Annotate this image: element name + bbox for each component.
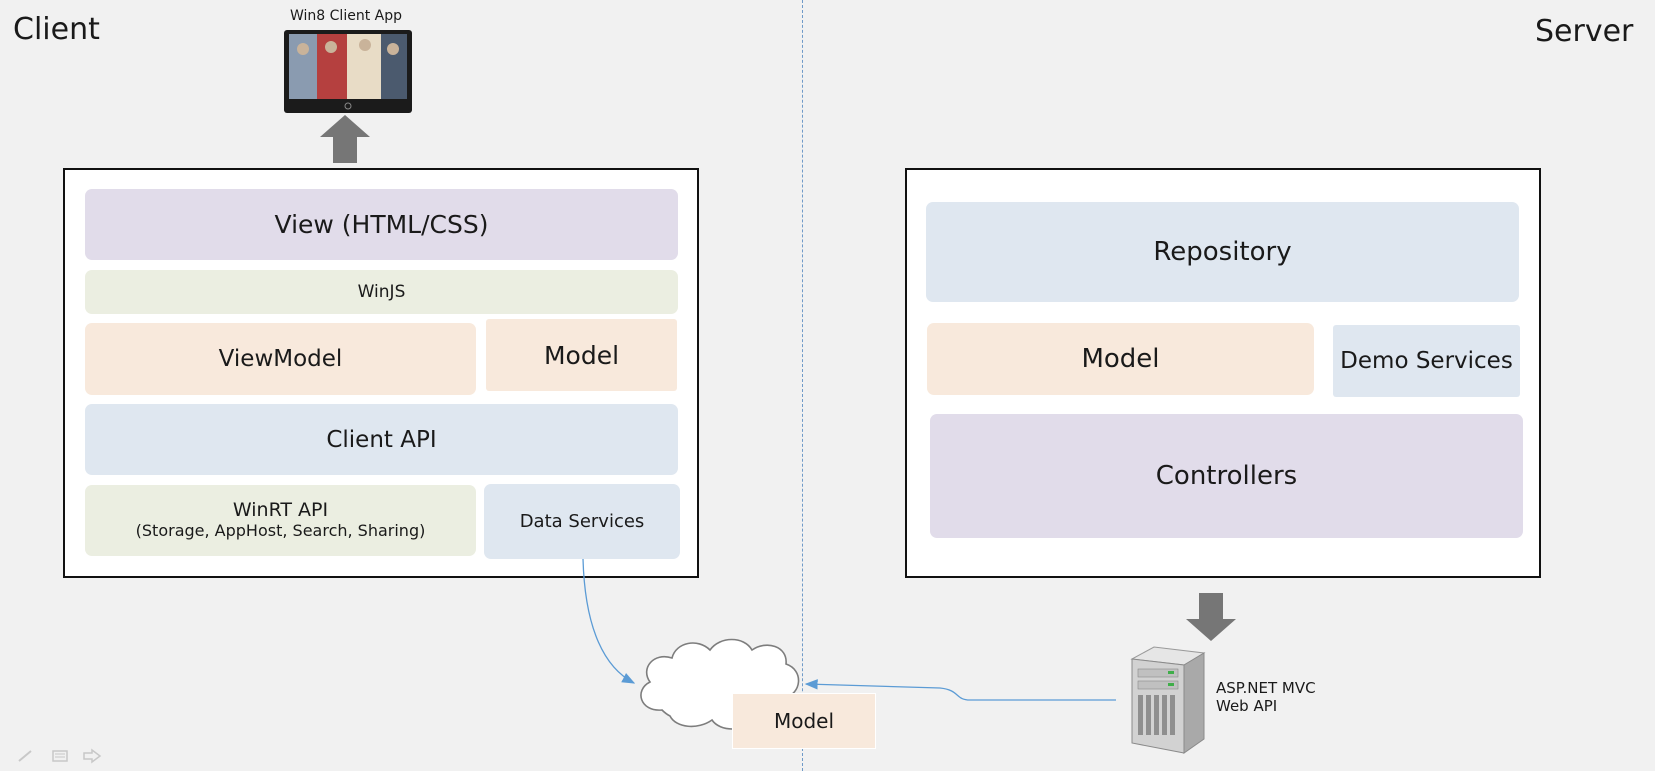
next-arrow-icon[interactable] [83, 748, 102, 764]
server-host-label-line1: ASP.NET MVC [1216, 679, 1316, 697]
winrt-api-layer-label: WinRT API [232, 499, 329, 522]
data-services-layer-label: Data Services [519, 511, 645, 532]
slides-icon[interactable] [52, 750, 68, 762]
viewmodel-layer: ViewModel [85, 323, 476, 395]
controllers-layer-label: Controllers [1155, 461, 1298, 491]
winrt-api-layer-sublabel: (Storage, AppHost, Search, Sharing) [135, 521, 426, 541]
up-arrow-icon [320, 115, 370, 163]
winrt-api-layer: WinRT API (Storage, AppHost, Search, Sha… [85, 485, 476, 556]
server-model-layer: Model [927, 323, 1314, 395]
winjs-layer: WinJS [85, 270, 678, 314]
server-model-layer-label: Model [1081, 344, 1160, 374]
server-host-label: ASP.NET MVC Web API [1216, 679, 1316, 715]
network-model-label: Model [773, 709, 835, 733]
client-api-layer-label: Client API [326, 426, 437, 453]
server-title: Server [1535, 14, 1634, 49]
demo-services-layer-label: Demo Services [1340, 348, 1513, 374]
winjs-layer-label: WinJS [357, 282, 406, 302]
client-model-layer: Model [486, 319, 677, 391]
down-arrow-icon [1186, 593, 1236, 641]
view-layer-label: View (HTML/CSS) [274, 210, 489, 239]
data-services-layer: Data Services [484, 484, 680, 559]
client-title: Client [13, 12, 100, 47]
view-layer: View (HTML/CSS) [85, 189, 678, 260]
pen-icon[interactable] [18, 750, 32, 762]
tablet-icon [283, 29, 413, 114]
client-model-layer-label: Model [543, 340, 620, 370]
repository-layer: Repository [926, 202, 1519, 302]
viewmodel-layer-label: ViewModel [218, 346, 343, 372]
server-host-label-line2: Web API [1216, 697, 1278, 715]
client-api-layer: Client API [85, 404, 678, 475]
controllers-layer: Controllers [930, 414, 1523, 538]
network-model-box: Model [732, 693, 876, 749]
repository-layer-label: Repository [1153, 237, 1292, 267]
demo-services-layer: Demo Services [1333, 325, 1520, 397]
app-caption: Win8 Client App [290, 8, 402, 24]
server-icon [1128, 643, 1208, 755]
slide-toolbar [16, 748, 106, 764]
client-server-divider [802, 0, 803, 771]
